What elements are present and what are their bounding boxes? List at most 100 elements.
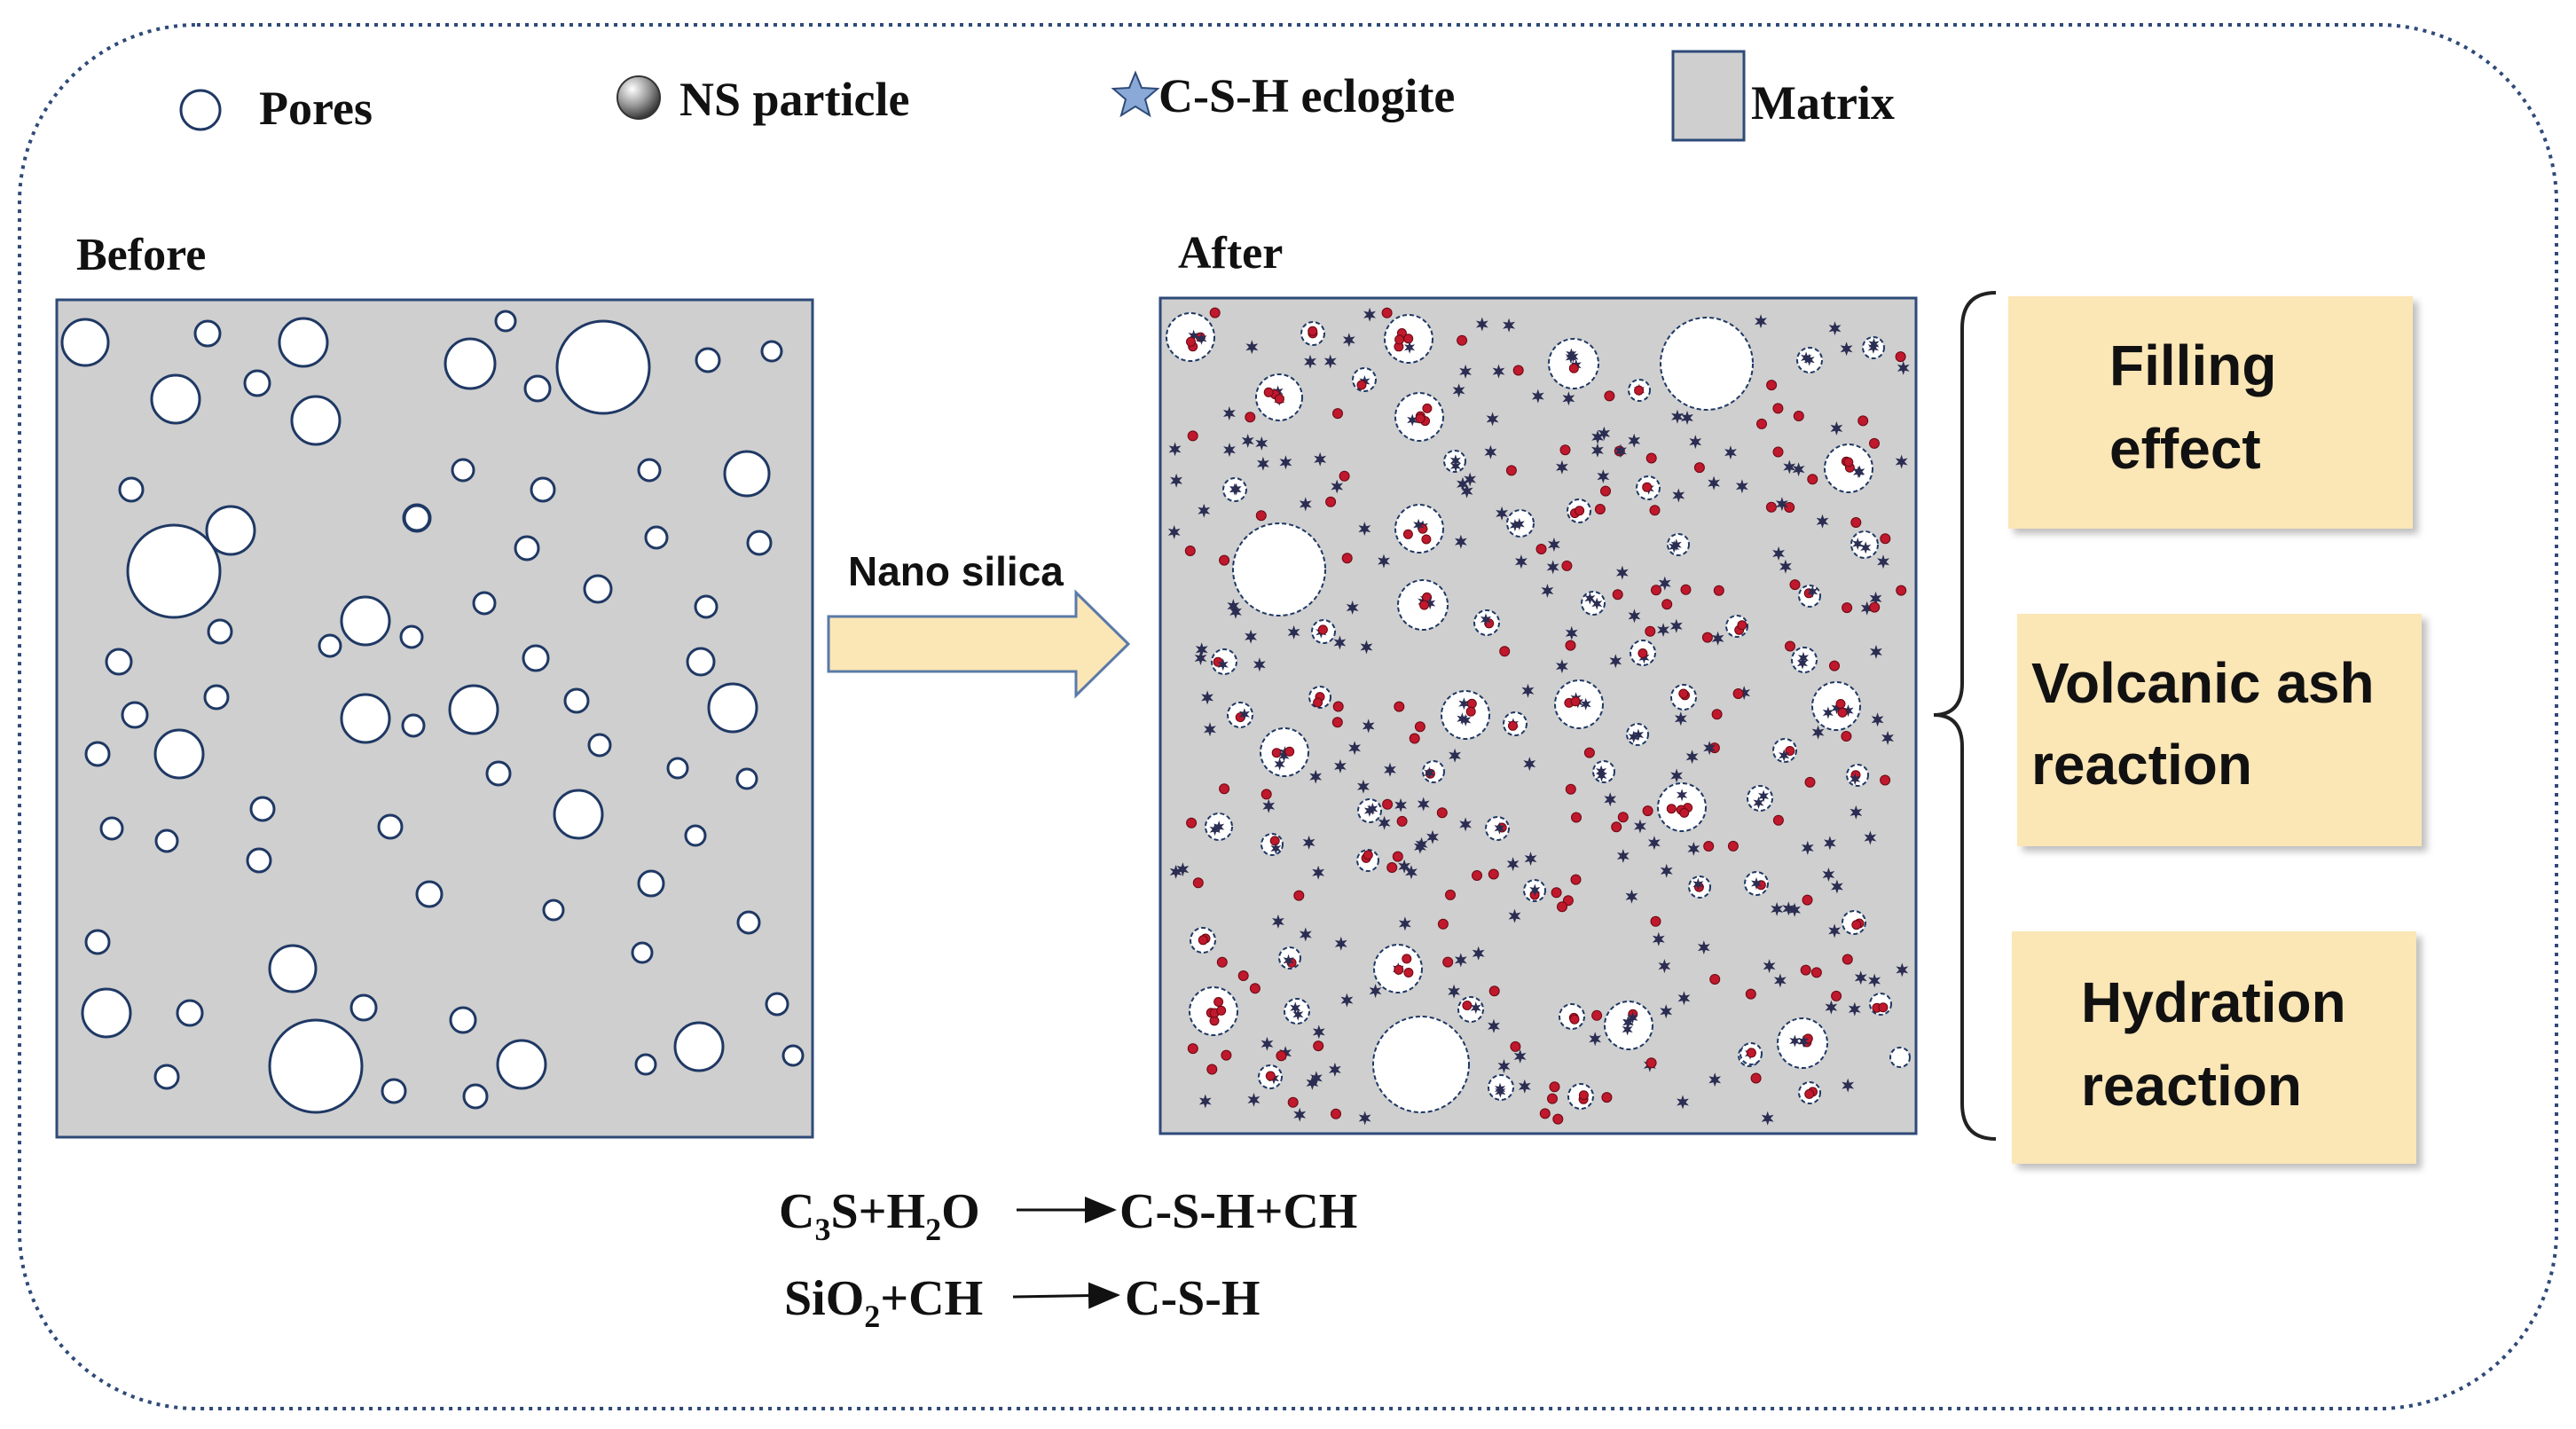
ns-particle (1198, 935, 1208, 946)
csh-star (1870, 644, 1882, 659)
csh-star (1278, 750, 1290, 763)
ns-particle (1693, 462, 1705, 474)
ns-particle (1565, 783, 1576, 795)
csh-star (1677, 789, 1688, 802)
csh-star (1358, 1111, 1371, 1126)
ns-particle (1414, 721, 1425, 733)
csh-star (1217, 658, 1229, 671)
pore (121, 701, 149, 729)
csh-star (1811, 725, 1825, 740)
csh-star (1670, 768, 1683, 783)
csh-star (1860, 601, 1873, 616)
pore (377, 813, 404, 840)
csh-star (1227, 599, 1240, 614)
ns-particle (1649, 505, 1661, 516)
csh-star (1669, 618, 1683, 633)
csh-star (1334, 936, 1347, 951)
ns-particle (1317, 624, 1328, 635)
csh-star (1167, 524, 1181, 539)
csh-star (1562, 391, 1575, 406)
csh-star (1378, 554, 1390, 569)
ns-particle (1421, 534, 1432, 545)
after-panel (1158, 296, 1918, 1135)
csh-star (1753, 797, 1764, 809)
equation-2-rhs: C-S-H (1125, 1271, 1260, 1326)
pore (523, 374, 552, 403)
ns-particle (1703, 841, 1715, 852)
ns-particle (1394, 964, 1404, 975)
csh-star (1634, 819, 1646, 834)
csh-star (1454, 953, 1467, 968)
pore (448, 684, 499, 735)
csh-star (1596, 769, 1607, 782)
pore (746, 530, 773, 556)
csh-star (1394, 797, 1407, 813)
ns-particle (1284, 746, 1295, 757)
ns-particle (1784, 502, 1795, 513)
csh-star (1279, 455, 1292, 470)
ns-particle (1465, 706, 1476, 717)
csh-star (1360, 640, 1373, 655)
ns-particle (1535, 544, 1547, 554)
ns-particle (1570, 696, 1581, 707)
pore (472, 591, 497, 616)
ns-particle (1510, 1040, 1521, 1052)
csh-star (1323, 354, 1337, 369)
csh-star (1674, 711, 1687, 726)
ns-particle (1637, 648, 1648, 658)
effect-filling-line2: effect (2109, 417, 2261, 481)
ns-particle (1445, 889, 1456, 900)
csh-star (1369, 984, 1382, 999)
csh-star (1518, 1079, 1531, 1094)
pore (207, 618, 233, 645)
csh-star (1457, 476, 1469, 491)
csh-star (1450, 459, 1462, 473)
pore (760, 340, 783, 363)
pore (587, 733, 612, 758)
csh-star (1658, 576, 1671, 591)
ns-particle (1442, 956, 1454, 968)
pore (631, 941, 654, 964)
ns-particle (1265, 1071, 1276, 1081)
csh-star (1591, 443, 1604, 458)
pore (205, 505, 256, 556)
ns-particle (1800, 964, 1811, 976)
pore (765, 992, 789, 1017)
equation-2: SiO2+CH C-S-H (784, 1271, 1260, 1334)
ns-particle (1804, 776, 1816, 788)
csh-star (1761, 1111, 1774, 1126)
pore (1284, 998, 1310, 1025)
csh-star (1274, 758, 1285, 771)
ns-particle (1245, 412, 1256, 423)
csh-star (1299, 927, 1312, 942)
csh-star (1604, 792, 1617, 807)
csh-star (1801, 840, 1814, 855)
ns-particle (1512, 365, 1524, 376)
csh-star (1822, 868, 1835, 882)
ns-particle (1678, 688, 1689, 699)
csh-star (1472, 946, 1485, 961)
ns-particle (1462, 1001, 1473, 1010)
csh-star (1222, 406, 1236, 420)
csh-star (1681, 411, 1693, 425)
ns-particle (1186, 336, 1196, 347)
csh-star (1342, 333, 1355, 348)
ns-particle (1436, 807, 1448, 819)
ns-particle (1396, 815, 1408, 827)
ns-particle (1583, 747, 1595, 758)
equation-2-lhs: SiO2+CH (784, 1271, 983, 1334)
pore (278, 317, 329, 368)
csh-star (1492, 364, 1505, 379)
csh-star (1852, 538, 1864, 550)
pore (449, 1006, 477, 1034)
csh-star (1417, 797, 1430, 812)
pore (583, 574, 613, 604)
pore (399, 624, 424, 649)
before-pores (60, 310, 805, 1114)
csh-star (1687, 841, 1700, 856)
pore (494, 310, 517, 333)
ns-particle (1895, 351, 1906, 363)
legend-pores-label: Pores (259, 82, 373, 135)
ns-particle (1802, 894, 1813, 906)
csh-star (1622, 1023, 1633, 1036)
